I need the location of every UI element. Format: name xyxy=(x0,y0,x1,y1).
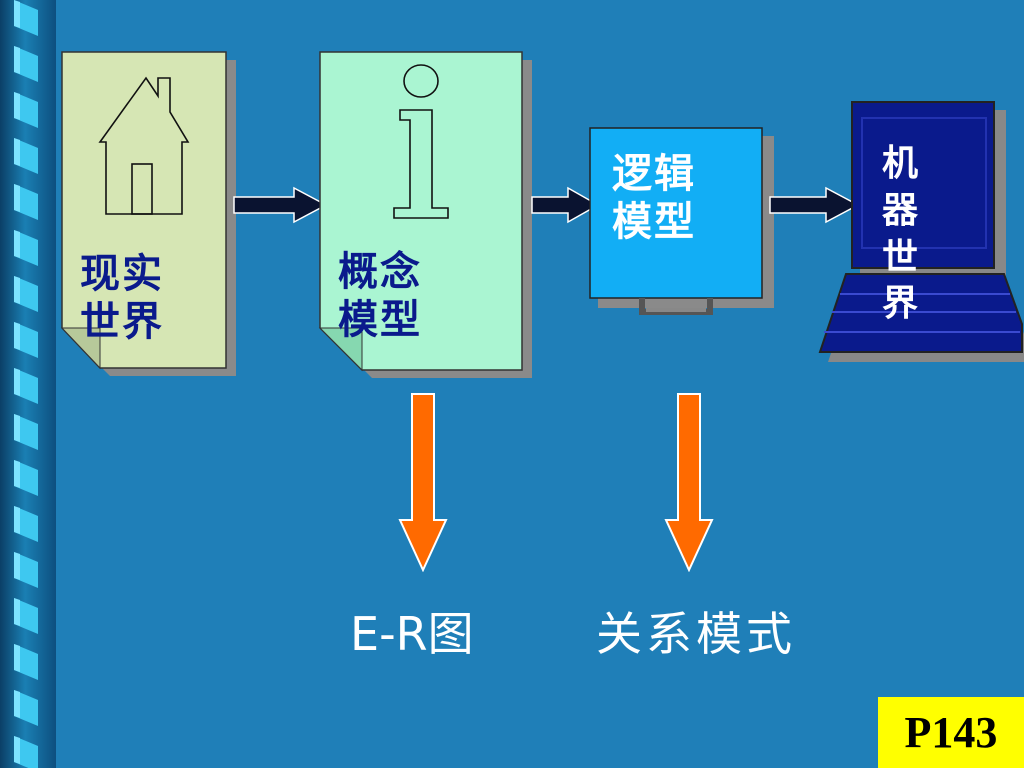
page-reference-badge: P143 xyxy=(878,697,1024,768)
arrow-down-icon xyxy=(398,393,448,572)
conceptual-model-card xyxy=(318,51,532,378)
logical-model-label: 逻辑 模型 xyxy=(612,150,696,245)
arrow-right-icon xyxy=(769,186,860,224)
house-icon xyxy=(98,76,190,215)
relational-schema-label: 关系模式 xyxy=(596,607,796,661)
real-world-label: 现实 世界 xyxy=(80,250,164,345)
arrow-down-icon xyxy=(664,393,714,572)
er-diagram-label: E-R图 xyxy=(350,607,474,661)
real-world-card xyxy=(60,51,236,376)
arrow-right-icon xyxy=(233,186,328,224)
computer-icon xyxy=(818,101,1024,362)
info-icon xyxy=(393,64,449,219)
arrow-right-icon xyxy=(531,186,600,224)
conceptual-model-label: 概念 模型 xyxy=(338,248,422,343)
logical-model-card xyxy=(589,127,774,315)
left-decoration-strip xyxy=(0,0,56,768)
machine-world-label: 机器世界 xyxy=(881,142,918,325)
